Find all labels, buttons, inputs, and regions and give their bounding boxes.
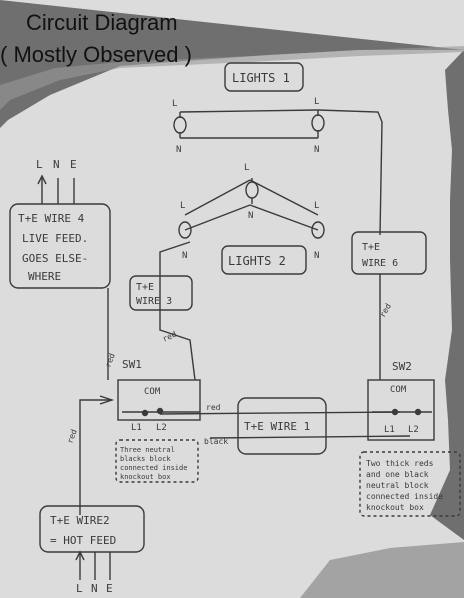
wiring-layer <box>9 62 461 580</box>
sw2-com: COM <box>390 385 407 395</box>
lamp-2b-neutral-marker: N <box>248 211 253 221</box>
wire-2-box <box>39 505 145 553</box>
lamp-1a-neutral-marker: N <box>176 145 181 155</box>
sw1-com: COM <box>144 387 161 397</box>
wire-6-line-1: T+E <box>362 242 380 253</box>
lamp-1a-live-marker: L <box>172 99 177 109</box>
wire-3-box <box>129 275 193 311</box>
supply-top-n: N <box>53 158 60 171</box>
sw2-l2: L2 <box>408 425 419 435</box>
wire-4-line-3: GOES ELSE- <box>22 252 88 265</box>
lights-2-label: LIGHTS 2 <box>228 254 286 268</box>
lamp-2c-live-marker: L <box>314 201 319 211</box>
lights-2-box <box>221 245 307 275</box>
sw1-note-line-4: knockout box <box>120 473 171 481</box>
lamp-1b <box>311 114 325 132</box>
sw2-note-box <box>359 451 461 517</box>
wire-6-line-2: WIRE 6 <box>362 258 398 269</box>
sw2-l1: L1 <box>384 425 395 435</box>
wire-4-line-4: WHERE <box>28 270 61 283</box>
wire-1-red <box>159 411 401 415</box>
torn-edge-shadow <box>0 46 464 110</box>
sw2-note-line-5: knockout box <box>366 503 424 512</box>
title-line-1: Circuit Diagram <box>26 10 178 35</box>
lights-1-label: LIGHTS 1 <box>232 71 290 85</box>
wire-4-line-1: T+E WIRE 4 <box>18 212 85 225</box>
sw1-note-box <box>115 439 199 483</box>
wire-1-label: T+E WIRE 1 <box>244 420 310 433</box>
sw1-note-line-3: connected inside <box>120 464 187 472</box>
lamp-2c <box>311 221 325 239</box>
sw1-l1: L1 <box>131 423 142 433</box>
wire-3-run <box>159 241 196 381</box>
wire-6-run <box>317 109 383 236</box>
supply-top-e: E <box>70 158 77 171</box>
sw1-note-line-1: Three neutral <box>120 446 175 454</box>
sw1-box <box>117 379 201 421</box>
wire-4-line-2: LIVE FEED. <box>22 232 88 245</box>
wire-4-box <box>9 203 111 289</box>
sw1-label: SW1 <box>122 358 142 371</box>
supply-bottom-e: E <box>106 582 113 595</box>
lamp-1a <box>173 116 187 134</box>
wire-6-box <box>351 231 427 275</box>
lamp-1b-neutral-marker: N <box>314 145 319 155</box>
labels-layer: LIGHTS 1 LIGHTS 2 L L N N L L L N N N L … <box>18 71 443 595</box>
wire-1-black <box>209 435 411 439</box>
lamp-2a-live-marker: L <box>180 201 185 211</box>
wire-2-line-2: = HOT FEED <box>50 534 116 547</box>
lights-1-top-rail <box>179 109 319 113</box>
wire-3-line-1: T+E <box>136 282 154 293</box>
black-label-wire-1: black <box>204 437 228 446</box>
lamp-2a-neutral-marker: N <box>182 251 187 261</box>
lamp-2a <box>178 221 192 239</box>
sw1-l2: L2 <box>156 423 167 433</box>
title-line-2: ( Mostly Observed ) <box>0 42 192 67</box>
sw1-note-line-2: blacks block <box>120 455 171 463</box>
supply-top-l: L <box>36 158 43 171</box>
sw2-note-line-1: Two thick reds <box>366 459 434 468</box>
wire-1-box <box>237 397 327 455</box>
sw2-box <box>367 379 435 441</box>
sw2-note-line-4: connected inside <box>366 492 443 501</box>
sw2-label: SW2 <box>392 360 412 373</box>
wire-3-line-2: WIRE 3 <box>136 296 172 307</box>
lights-1-box <box>224 62 304 92</box>
supply-bottom-l: L <box>76 582 83 595</box>
lamp-1b-live-marker: L <box>314 97 319 107</box>
bottom-shadow <box>300 542 464 598</box>
wire-2-line-1: T+E WIRE2 <box>50 514 110 527</box>
lamp-2b-live-marker: L <box>244 163 249 173</box>
lamp-2c-neutral-marker: N <box>314 251 319 261</box>
supply-bottom-n: N <box>91 582 98 595</box>
sw2-note-line-2: and one black <box>366 470 429 479</box>
red-label-wire-1: red <box>206 403 221 412</box>
wire-2-red-run <box>79 399 112 515</box>
sw2-note-line-3: neutral block <box>366 481 429 490</box>
